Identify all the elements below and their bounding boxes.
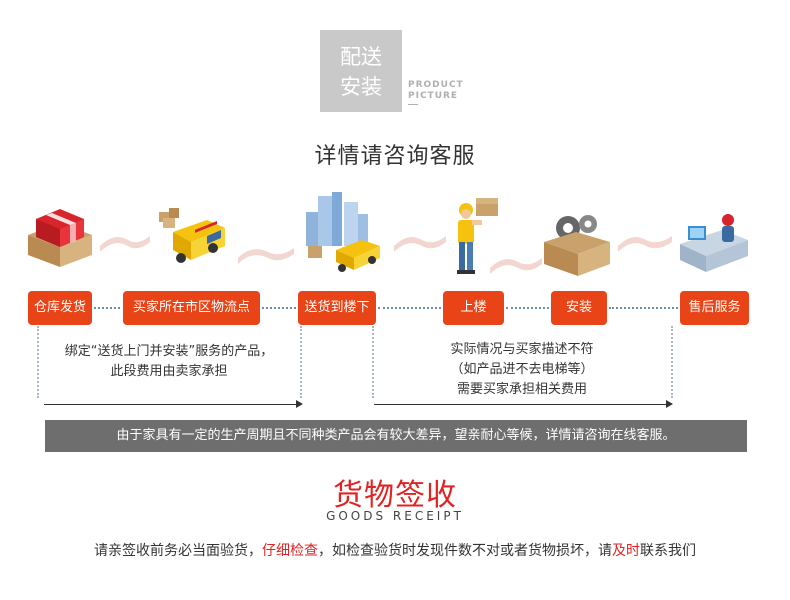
title-box: 配送 安装 (320, 30, 402, 112)
flow-chevron-icon (238, 248, 294, 264)
arrow-head-icon (296, 400, 303, 408)
seller-cost-note-line2: 此段费用由卖家承担 (110, 364, 228, 379)
flow-chevron-icon (618, 236, 672, 252)
step-connector (506, 307, 549, 309)
english-label-line1: PRODUCT (408, 80, 464, 90)
english-label-line2: PICTURE (408, 91, 459, 101)
truck-icon (159, 208, 225, 263)
flow-chevron-icon (490, 258, 542, 274)
flow-chevron-icon (394, 236, 446, 252)
title-box-line2: 安装 (340, 75, 382, 99)
buyer-range-arrow (374, 404, 666, 405)
step-connector (94, 307, 120, 309)
step-install: 安装 (551, 291, 607, 325)
receipt-title: 货物签收 (333, 478, 457, 513)
receipt-subtitle: GOODS RECEIPT (326, 509, 464, 523)
seller-cost-note: 绑定“送货上门并安装”服务的产品， 此段费用由卖家承担 (40, 342, 298, 382)
step-connector (262, 307, 296, 309)
english-label-dash (408, 104, 418, 105)
step-deliver-downstairs: 送货到楼下 (298, 291, 376, 325)
step-connector (378, 307, 441, 309)
receipt-text-c: ，如检查验货时发现件数不对或者货物损坏，请 (318, 543, 612, 559)
step-after-sales: 售后服务 (680, 291, 749, 325)
seller-cost-note-line1: 绑定“送货上门并安装”服务的产品， (64, 344, 274, 359)
receipt-text-e: 联系我们 (640, 543, 696, 559)
receipt-emphasis-check: 仔细检查 (262, 543, 318, 559)
city-delivery-icon (306, 192, 380, 272)
english-label: PRODUCT PICTURE (408, 80, 464, 102)
range-divider (671, 326, 673, 398)
range-divider (300, 326, 302, 398)
title-box-line1: 配送 (340, 45, 382, 69)
range-divider (372, 326, 374, 398)
flow-chevron-icon (100, 236, 150, 252)
installation-gears-icon (544, 215, 610, 276)
buyer-cost-note-line1: 实际情况与买家描述不符 (450, 342, 594, 357)
notice-banner: 由于家具有一定的生产周期且不同种类产品会有较大差异，望亲耐心等候，详情请咨询在线… (45, 420, 747, 452)
seller-range-arrow (44, 404, 296, 405)
step-warehouse-ship: 仓库发货 (28, 291, 92, 325)
step-connector (609, 307, 678, 309)
receipt-emphasis-timely: 及时 (612, 543, 640, 559)
arrow-head-icon (666, 400, 673, 408)
gift-box-icon (28, 209, 92, 267)
range-divider (37, 326, 39, 398)
customer-service-icon (680, 214, 748, 272)
receipt-instructions: 请亲签收前务必当面验货，仔细检查，如检查验货时发现件数不对或者货物损坏，请及时联… (0, 540, 790, 560)
step-carry-upstairs: 上楼 (443, 291, 504, 325)
receipt-text-a: 请亲签收前务必当面验货， (94, 543, 262, 559)
buyer-cost-note: 实际情况与买家描述不符 （如产品进不去电梯等） 需要买家承担相关费用 (376, 340, 668, 400)
step-local-logistics: 买家所在市区物流点 (123, 291, 260, 325)
worker-carrying-box-icon (457, 198, 498, 274)
consult-heading: 详情请咨询客服 (314, 144, 476, 169)
buyer-cost-note-line3: 需要买家承担相关费用 (456, 382, 587, 397)
buyer-cost-note-line2: （如产品进不去电梯等） (450, 362, 594, 377)
